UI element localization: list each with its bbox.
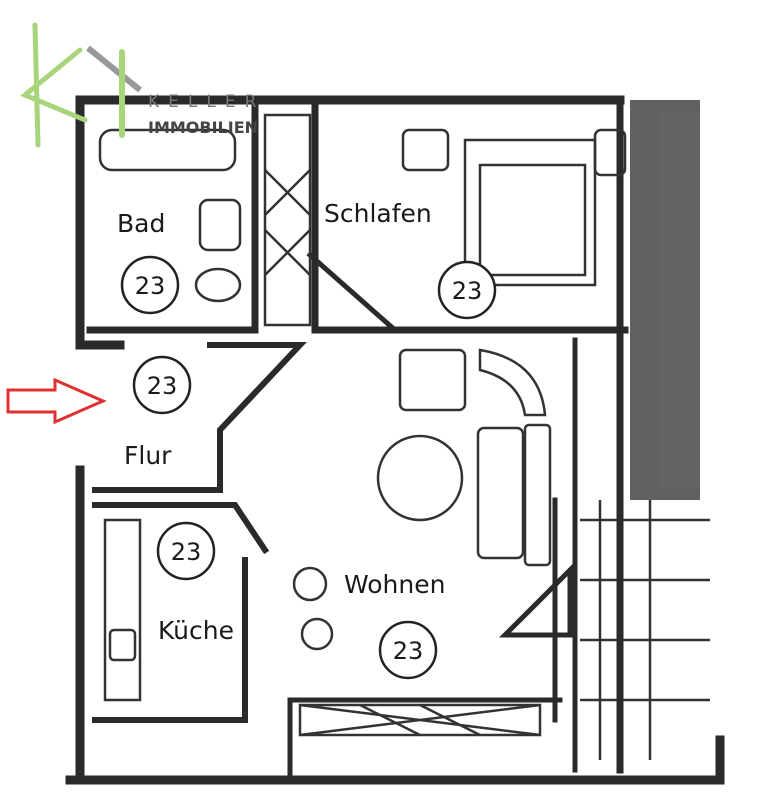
keller-immobilien-logo: KELLER IMMOBILIEN	[20, 22, 265, 148]
area-circle-kueche	[156, 521, 216, 581]
room-area-flur: 23	[147, 372, 178, 400]
area-circle-flur	[132, 355, 192, 415]
room-area-kueche: 23	[171, 538, 202, 566]
room-area-bad: 23	[135, 272, 166, 300]
room-label-schlafen: Schlafen	[324, 199, 432, 228]
room-label-bad: Bad	[117, 209, 165, 238]
walls	[65, 95, 725, 785]
area-circle-bad	[120, 255, 180, 315]
logo-text-keller: KELLER	[148, 92, 265, 112]
balcony-hatch	[580, 100, 710, 760]
room-area-schlafen: 23	[452, 277, 483, 305]
room-label-kueche: Küche	[158, 616, 234, 645]
area-circle-schlafen	[437, 260, 497, 320]
room-label-flur: Flur	[124, 441, 172, 470]
furniture	[98, 113, 627, 737]
area-circle-wohnen	[378, 620, 438, 680]
room-area-wohnen: 23	[393, 637, 424, 665]
room-label-wohnen: Wohnen	[344, 570, 445, 599]
entrance-arrow-icon	[6, 377, 107, 425]
logo-text-immobilien: IMMOBILIEN	[148, 118, 258, 137]
